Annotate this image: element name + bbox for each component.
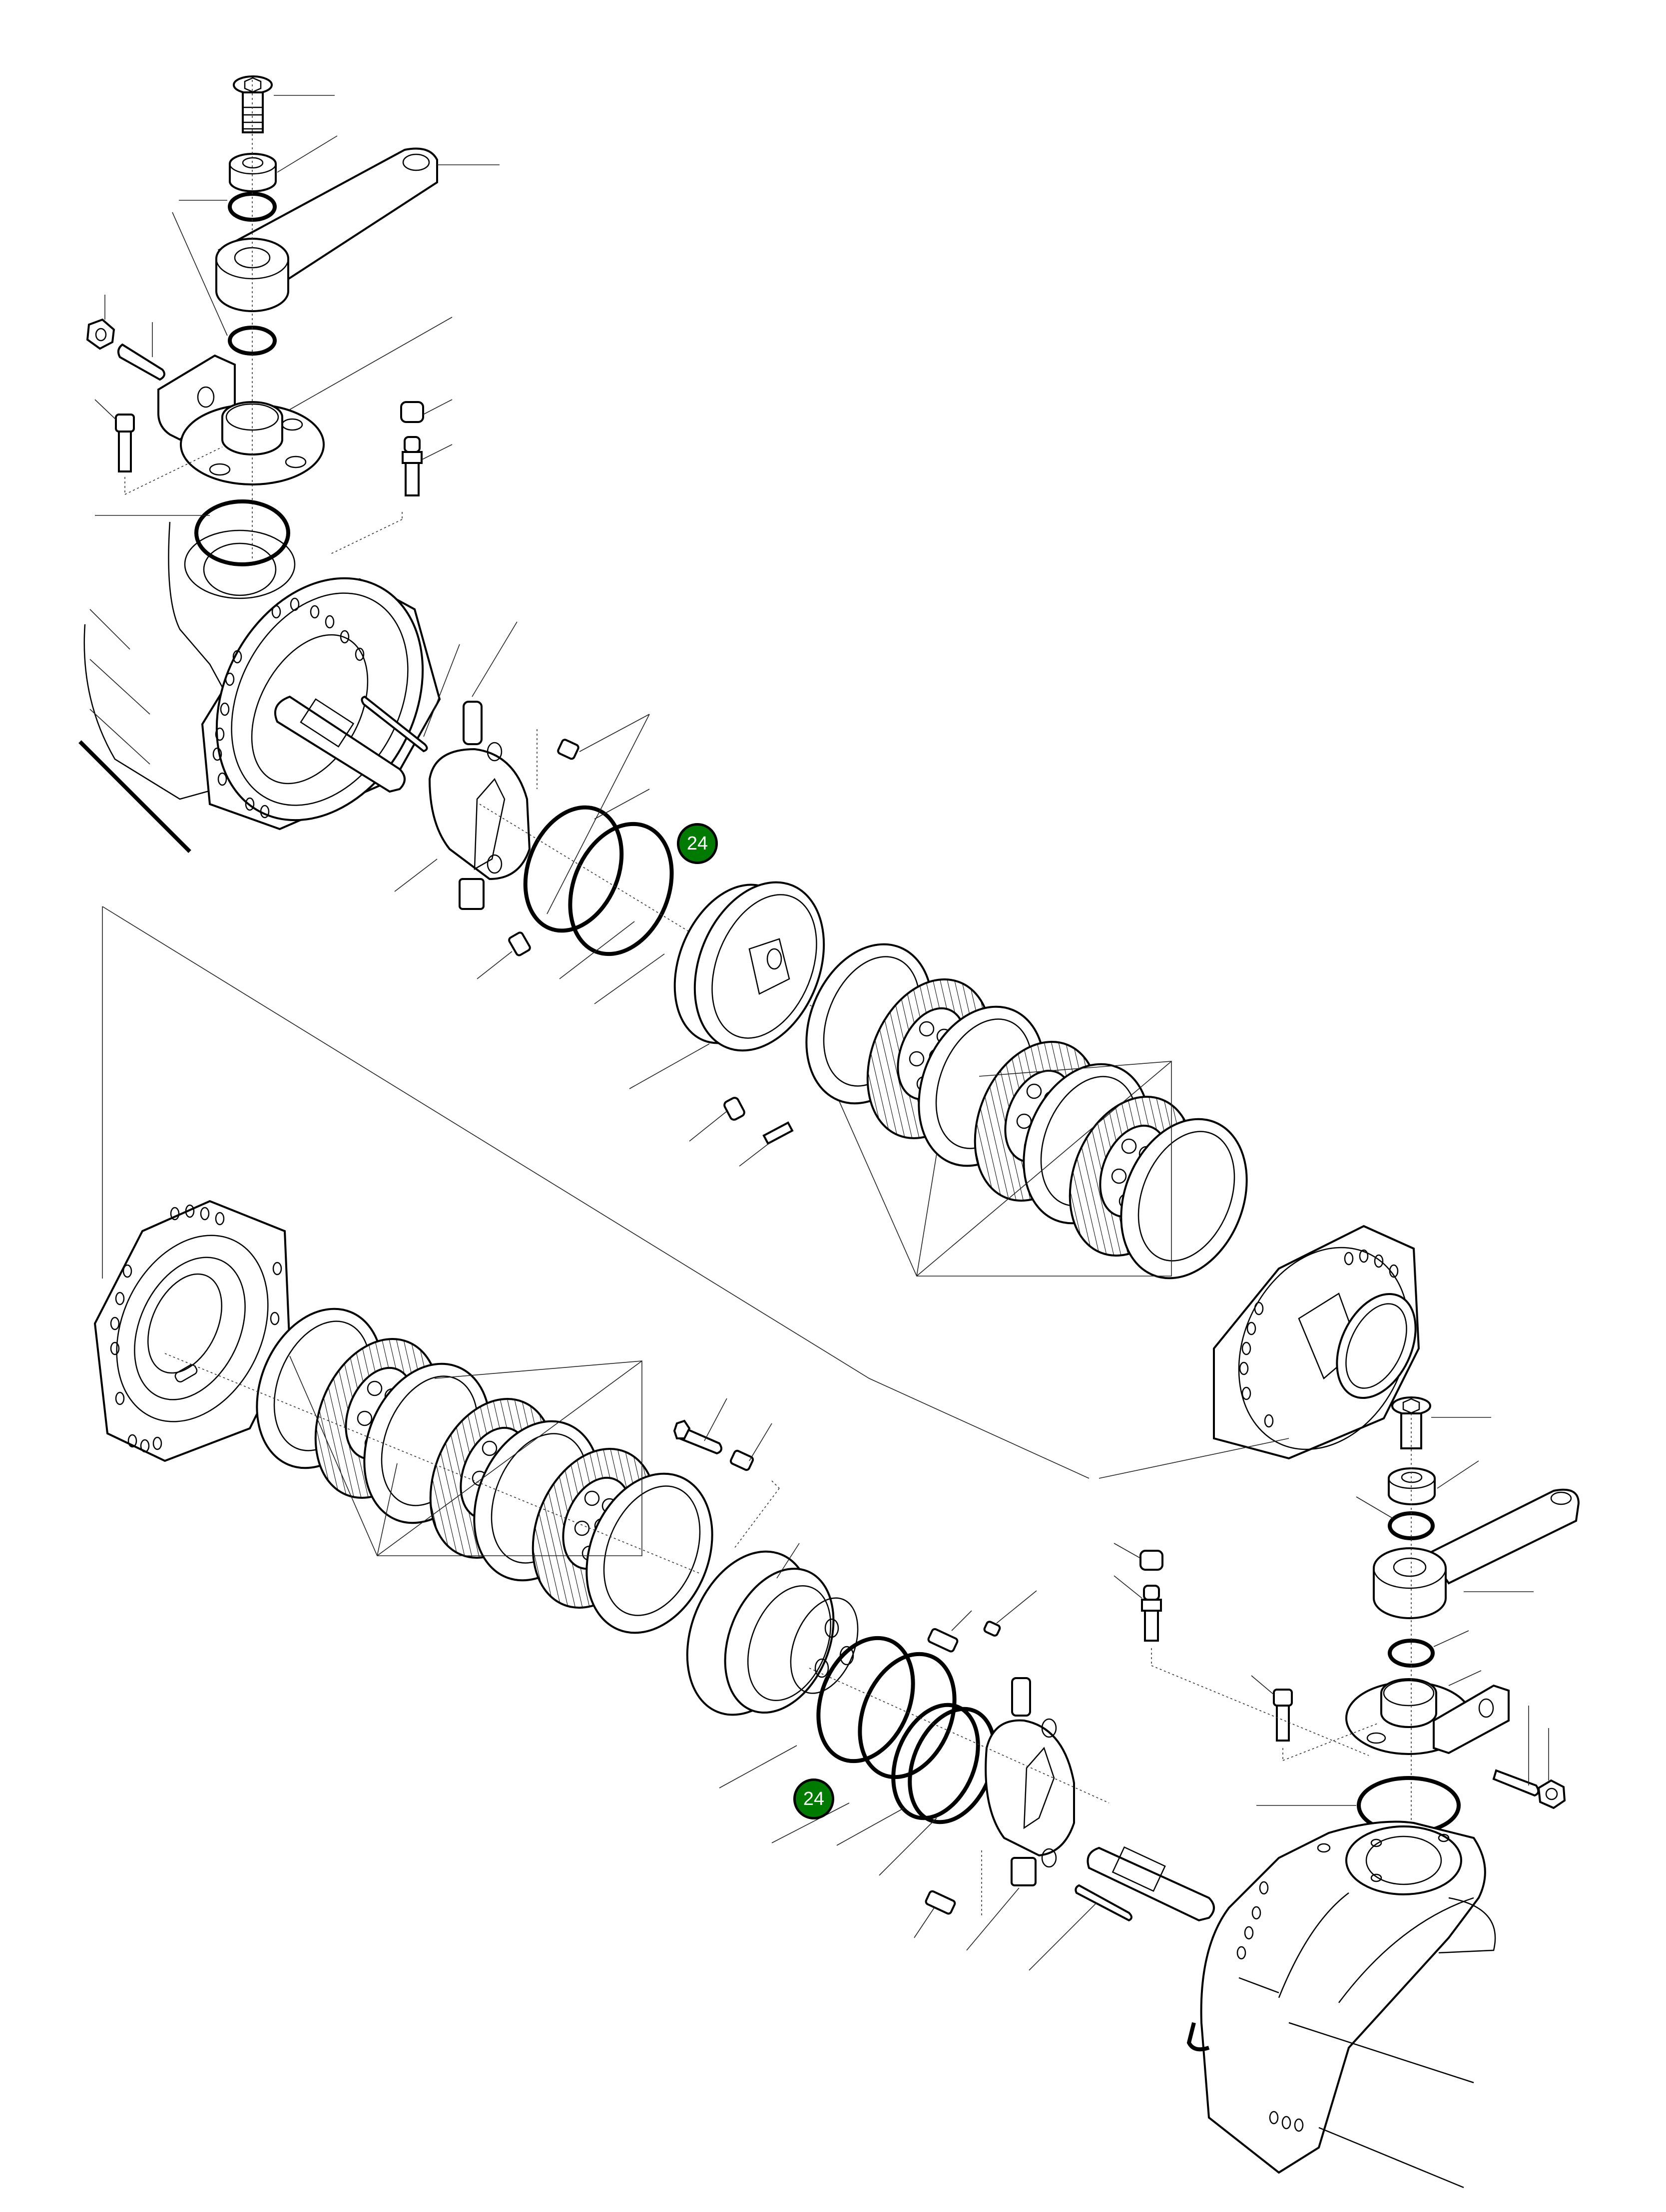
dowel-pin [477,931,531,979]
lower-steering-arm-assembly [1113,1396,1580,1933]
lower-brake-disc-stack [164,1308,713,1634]
seal-ring [858,1652,957,1779]
spring-pin [1029,1884,1132,1971]
socket-cap-screw [1251,1675,1379,1761]
steering-arm [1373,1488,1580,1619]
hex-bolt [673,1398,727,1455]
hex-nut [86,295,115,350]
lower-king-pin [809,1590,1215,1971]
king-pin [394,621,531,910]
pin-plug [927,1610,972,1653]
lower-brake-piston [686,1543,859,1788]
upper-brake-piston [629,881,825,1167]
callout-badge-lower[interactable]: 24 [793,1778,834,1819]
left-flange-housing [93,1200,291,1462]
threaded-stud [1492,1706,1540,1797]
callout-badge-upper[interactable]: 24 [677,823,718,864]
leader-frame [102,906,1090,1479]
bolt-holes [212,597,365,819]
seal-ring [816,1636,915,1764]
plug-cap [400,399,453,423]
threaded-stud [117,322,165,381]
socket-cap-screw [94,399,223,495]
upper-king-pin-and-seals [394,621,825,1014]
grease-nipple-stud [1113,1575,1369,1756]
king-pin-flange [1345,1670,1510,1755]
countersunk-bolt [1391,1396,1491,1449]
thick-washer [229,135,338,192]
dowel-pin [689,1097,745,1142]
grease-nipple-stud [329,436,453,555]
seal-ring [568,822,674,956]
drive-shaft [1087,1846,1215,1922]
pin-plug [914,1850,982,1938]
bolt-holes [1236,1843,1331,2132]
plug-cap [1113,1543,1163,1571]
upper-brake-disc-stack [805,943,1248,1280]
thick-washer [1388,1460,1479,1505]
o-ring [194,499,290,566]
dowel-pin [983,1590,1037,1637]
lower-seal-rings [771,1636,997,1876]
callout-label: 24 [686,833,708,854]
dowel-pin [729,1423,780,1549]
separator-plate [585,1472,713,1634]
drive-shaft [274,695,406,793]
lower-axle-housing [1186,1776,1496,2189]
hex-nut [1537,1728,1566,1809]
right-flange-housing [1099,1225,1420,1479]
seal-ring [891,1703,980,1820]
countersunk-bolt [233,75,335,133]
bolt-holes [1239,1249,1399,1428]
upper-steering-arm-assembly [86,75,500,559]
pin-plug [537,714,650,789]
spring-pin [361,644,460,753]
separator-plate [1120,1118,1248,1280]
seal-ring [523,805,624,933]
bolt-holes [110,1204,282,1453]
upper-axle-housing [78,499,460,853]
small-screw [739,1121,794,1167]
callout-label: 24 [803,1788,825,1809]
